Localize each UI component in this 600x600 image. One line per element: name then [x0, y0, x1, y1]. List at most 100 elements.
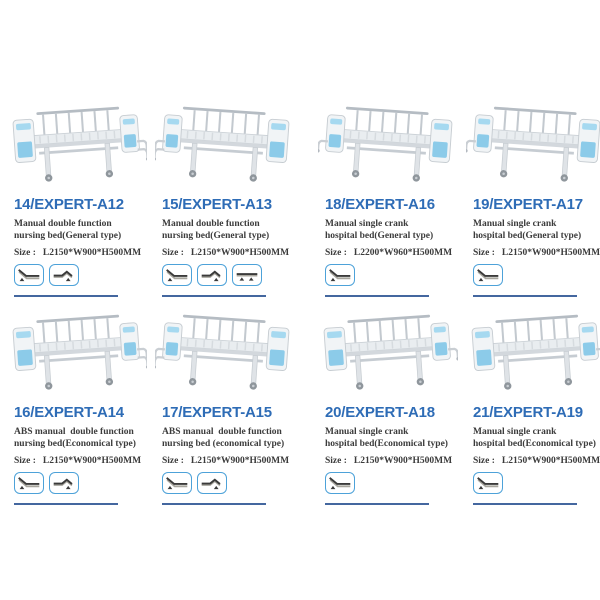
- size-value: L2150*W900*H500MM: [501, 456, 600, 466]
- card-divider: [325, 503, 429, 505]
- size-label: Size :: [473, 248, 495, 258]
- product-photo: [155, 296, 295, 400]
- size-value: L2150*W900*H500MM: [190, 248, 290, 258]
- backrest-raised-icon: [325, 472, 355, 494]
- size-value: L2200*W960*H500MM: [353, 248, 453, 258]
- description-line-1: Manual single crank: [325, 427, 409, 437]
- product-photo: [318, 296, 458, 400]
- product-title: 16/EXPERT-A14: [14, 404, 124, 421]
- product-photo: [7, 296, 147, 400]
- size-label: Size :: [325, 248, 347, 258]
- description-line-2: nursing bed (economical type): [162, 438, 285, 449]
- product-title: 20/EXPERT-A18: [325, 404, 435, 421]
- size-label: Size :: [325, 456, 347, 466]
- product-photo: [155, 88, 295, 192]
- description-line-1: Manual single crank: [473, 427, 557, 437]
- description-line-2: hospital bed(Economical type): [473, 438, 596, 449]
- card-divider: [325, 295, 429, 297]
- backrest-raised-icon: [473, 264, 503, 286]
- position-icons: [473, 472, 600, 496]
- position-icons: [162, 264, 310, 288]
- size-value: L2150*W900*H500MM: [42, 248, 142, 258]
- size-value: L2150*W900*H500MM: [190, 456, 290, 466]
- knee-raised-icon: [197, 472, 227, 494]
- backrest-raised-icon: [162, 264, 192, 286]
- card-divider: [14, 295, 118, 297]
- description-line-2: nursing bed(General type): [162, 230, 270, 241]
- position-icons: [14, 472, 162, 496]
- card-divider: [14, 503, 118, 505]
- product-title: 19/EXPERT-A17: [473, 196, 583, 213]
- description-line-1: ABS manual double function: [14, 427, 134, 437]
- description-line-1: Manual double function: [162, 219, 260, 229]
- card-divider: [162, 503, 266, 505]
- product-size: Size : L2150*W900*H500MM: [325, 456, 473, 466]
- position-icons: [325, 472, 473, 496]
- size-label: Size :: [14, 456, 36, 466]
- position-icons: [473, 264, 600, 288]
- size-label: Size :: [162, 248, 184, 258]
- product-card: 16/EXPERT-A14 ABS manual double function…: [12, 296, 162, 505]
- description-line-2: nursing bed(General type): [14, 230, 122, 241]
- backrest-raised-icon: [325, 264, 355, 286]
- product-title: 14/EXPERT-A12: [14, 196, 124, 213]
- product-size: Size : L2150*W900*H500MM: [162, 248, 310, 258]
- position-icons: [14, 264, 162, 288]
- backrest-raised-icon: [14, 264, 44, 286]
- description-line-2: nursing bed(Economical type): [14, 438, 136, 449]
- description-line-1: Manual single crank: [325, 219, 409, 229]
- product-photo: [318, 88, 458, 192]
- product-card: 17/EXPERT-A15 ABS manual double function…: [155, 296, 310, 505]
- product-size: Size : L2200*W960*H500MM: [325, 248, 473, 258]
- card-divider: [162, 295, 266, 297]
- description-line-1: ABS manual double function: [162, 427, 282, 437]
- size-label: Size :: [162, 456, 184, 466]
- description-line-2: hospital bed(Economical type): [325, 438, 448, 449]
- description-line-2: hospital bed(General type): [473, 230, 582, 241]
- product-photo: [466, 296, 600, 400]
- product-size: Size :L2150*W900*H500MM: [14, 456, 162, 466]
- description-line-2: hospital bed(General type): [325, 230, 434, 241]
- size-label: Size :: [473, 456, 495, 466]
- product-title: 21/EXPERT-A19: [473, 404, 583, 421]
- product-title: 17/EXPERT-A15: [162, 404, 272, 421]
- product-size: Size :L2150*W900*H500MM: [14, 248, 162, 258]
- product-size: Size : L2150*W900*H500MM: [473, 456, 600, 466]
- product-size: Size : L2150*W900*H500MM: [473, 248, 600, 258]
- description-line-1: Manual double function: [14, 219, 112, 229]
- catalog-row-2: 16/EXPERT-A14 ABS manual double function…: [12, 296, 600, 505]
- knee-raised-icon: [49, 472, 79, 494]
- size-value: L2150*W900*H500MM: [353, 456, 453, 466]
- knee-raised-icon: [197, 264, 227, 286]
- flat-icon: [232, 264, 262, 286]
- size-value: L2150*W900*H500MM: [501, 248, 600, 258]
- product-size: Size : L2150*W900*H500MM: [162, 456, 310, 466]
- position-icons: [162, 472, 310, 496]
- product-title: 18/EXPERT-A16: [325, 196, 435, 213]
- backrest-raised-icon: [473, 472, 503, 494]
- product-photo: [7, 88, 147, 192]
- knee-raised-icon: [49, 264, 79, 286]
- card-divider: [473, 503, 577, 505]
- product-title: 15/EXPERT-A13: [162, 196, 272, 213]
- position-icons: [325, 264, 473, 288]
- card-divider: [473, 295, 577, 297]
- product-photo: [466, 88, 600, 192]
- backrest-raised-icon: [14, 472, 44, 494]
- description-line-1: Manual single crank: [473, 219, 557, 229]
- backrest-raised-icon: [162, 472, 192, 494]
